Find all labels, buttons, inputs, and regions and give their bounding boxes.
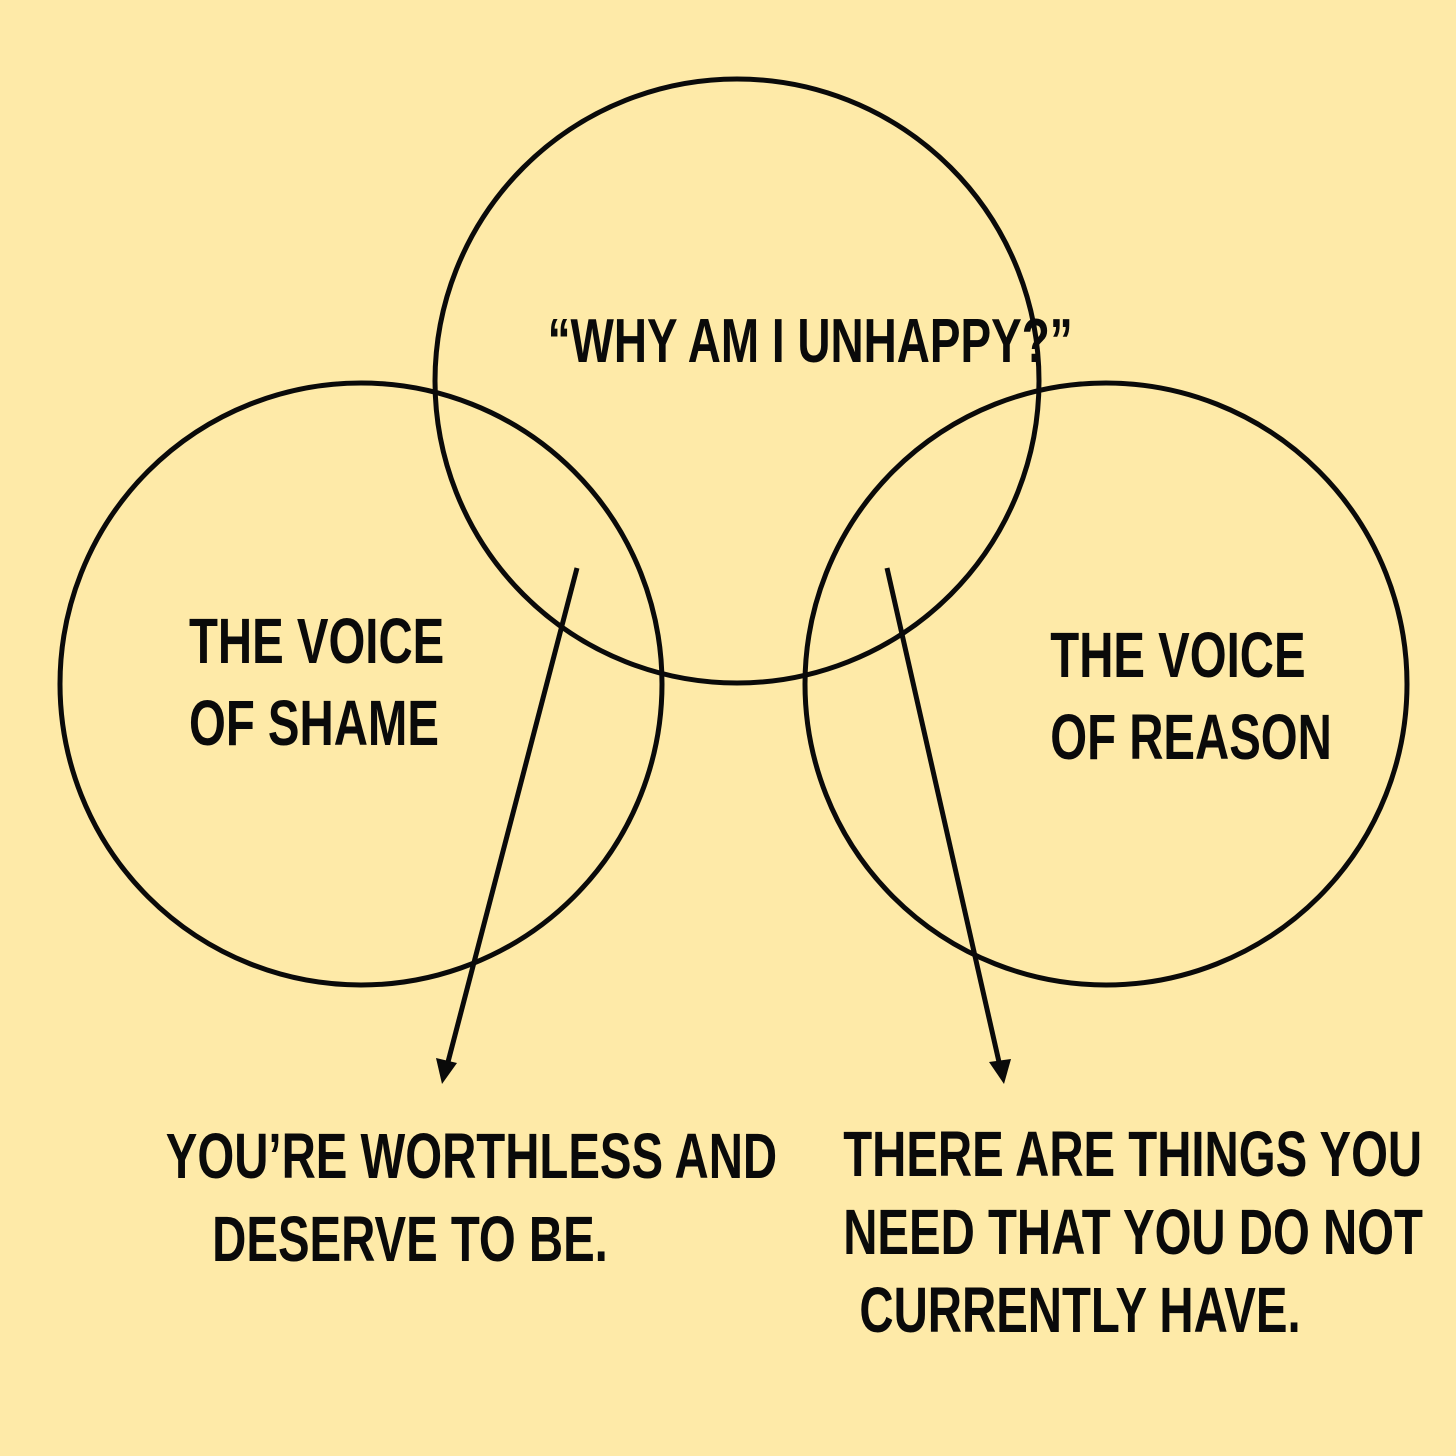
left-caption-line: YOU’RE WORTHLESS AND (165, 1120, 778, 1192)
right-circle-label-line: THE VOICE (1050, 619, 1306, 691)
left-caption: YOU’RE WORTHLESS AND DESERVE TO BE. (165, 1115, 778, 1281)
left-circle-label: THE VOICE OF SHAME (189, 600, 445, 764)
right-circle-label: THE VOICE OF REASON (1050, 614, 1332, 778)
left-arrow-line (445, 567, 580, 1063)
right-arrow-head (989, 1059, 1011, 1084)
left-arrow-head (436, 1058, 457, 1084)
left-circle-label-line: THE VOICE (189, 605, 445, 677)
left-caption-line: DESERVE TO BE. (212, 1203, 608, 1275)
top-circle (432, 76, 1042, 686)
left-circle (57, 380, 665, 988)
right-arrow-line (884, 567, 1002, 1063)
right-caption-line: CURRENTLY HAVE. (859, 1274, 1301, 1346)
right-caption-line: THERE ARE THINGS YOU (843, 1118, 1423, 1190)
left-circle-label-line: OF SHAME (189, 687, 439, 759)
right-circle (802, 380, 1410, 988)
right-caption-line: NEED THAT YOU DO NOT (843, 1196, 1423, 1268)
top-circle-label: “WHY AM I UNHAPPY?” (547, 303, 1073, 381)
top-circle-label-line: “WHY AM I UNHAPPY?” (547, 307, 1073, 376)
right-circle-label-line: OF REASON (1050, 701, 1332, 773)
right-caption: THERE ARE THINGS YOU NEED THAT YOU DO NO… (843, 1115, 1423, 1349)
